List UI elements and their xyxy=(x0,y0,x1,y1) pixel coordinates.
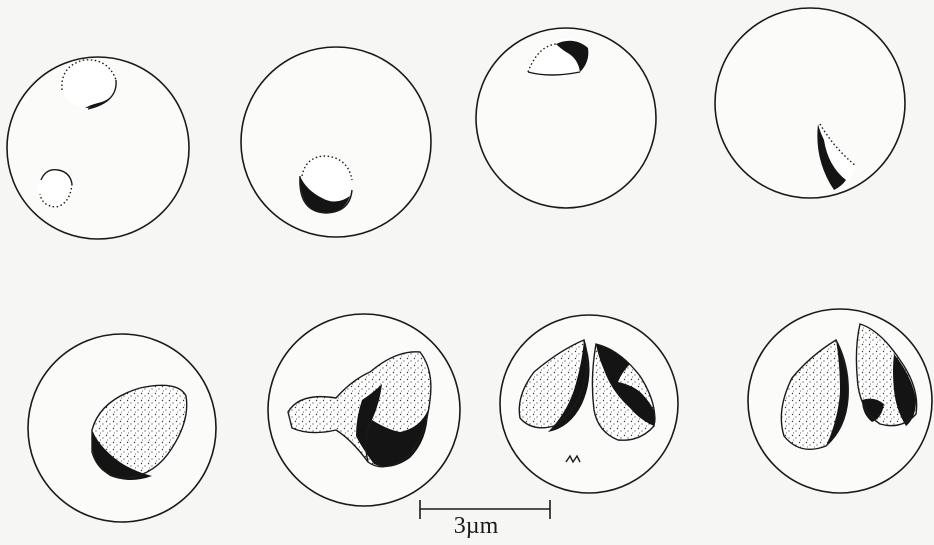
red-blood-cell-5 xyxy=(28,334,216,522)
red-blood-cell-8 xyxy=(748,309,932,493)
red-blood-cell-2 xyxy=(241,47,431,237)
red-blood-cell-1 xyxy=(7,57,189,239)
red-blood-cell-6 xyxy=(268,314,460,506)
red-blood-cell-7 xyxy=(500,315,678,493)
red-blood-cell-4 xyxy=(715,8,905,198)
scale-bar-label: 3µm xyxy=(454,513,499,539)
ring-parasite xyxy=(300,156,352,213)
ring-parasite-lower xyxy=(38,169,72,207)
red-blood-cell-3 xyxy=(476,28,656,208)
scale-bar: 3µm xyxy=(420,500,550,539)
